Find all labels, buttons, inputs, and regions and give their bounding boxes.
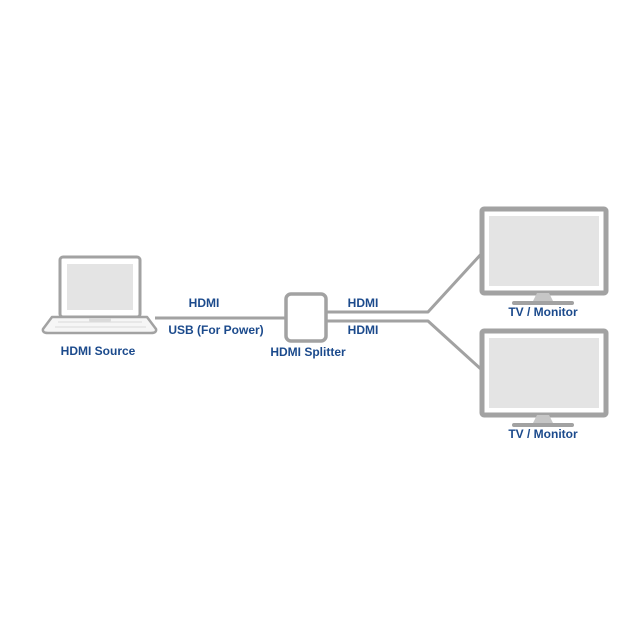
hdmi-source-label: HDMI Source: [60, 344, 136, 358]
laptop-icon: [41, 255, 158, 335]
monitor-top-icon: [479, 206, 609, 305]
input-hdmi-label: HDMI: [188, 296, 220, 310]
input-usb-label: USB (For Power): [168, 323, 264, 337]
tv-monitor-top-label: TV / Monitor: [508, 305, 578, 319]
output-bottom-hdmi-label: HDMI: [347, 323, 379, 337]
output-top-hdmi-label: HDMI: [347, 296, 379, 310]
output-cable-top: [326, 250, 485, 314]
hdmi-splitter-label: HDMI Splitter: [270, 345, 346, 359]
monitor-bottom-icon: [479, 328, 609, 427]
output-cable-bottom: [326, 319, 485, 373]
splitter-box: [284, 292, 328, 343]
tv-monitor-bottom-label: TV / Monitor: [508, 427, 578, 441]
